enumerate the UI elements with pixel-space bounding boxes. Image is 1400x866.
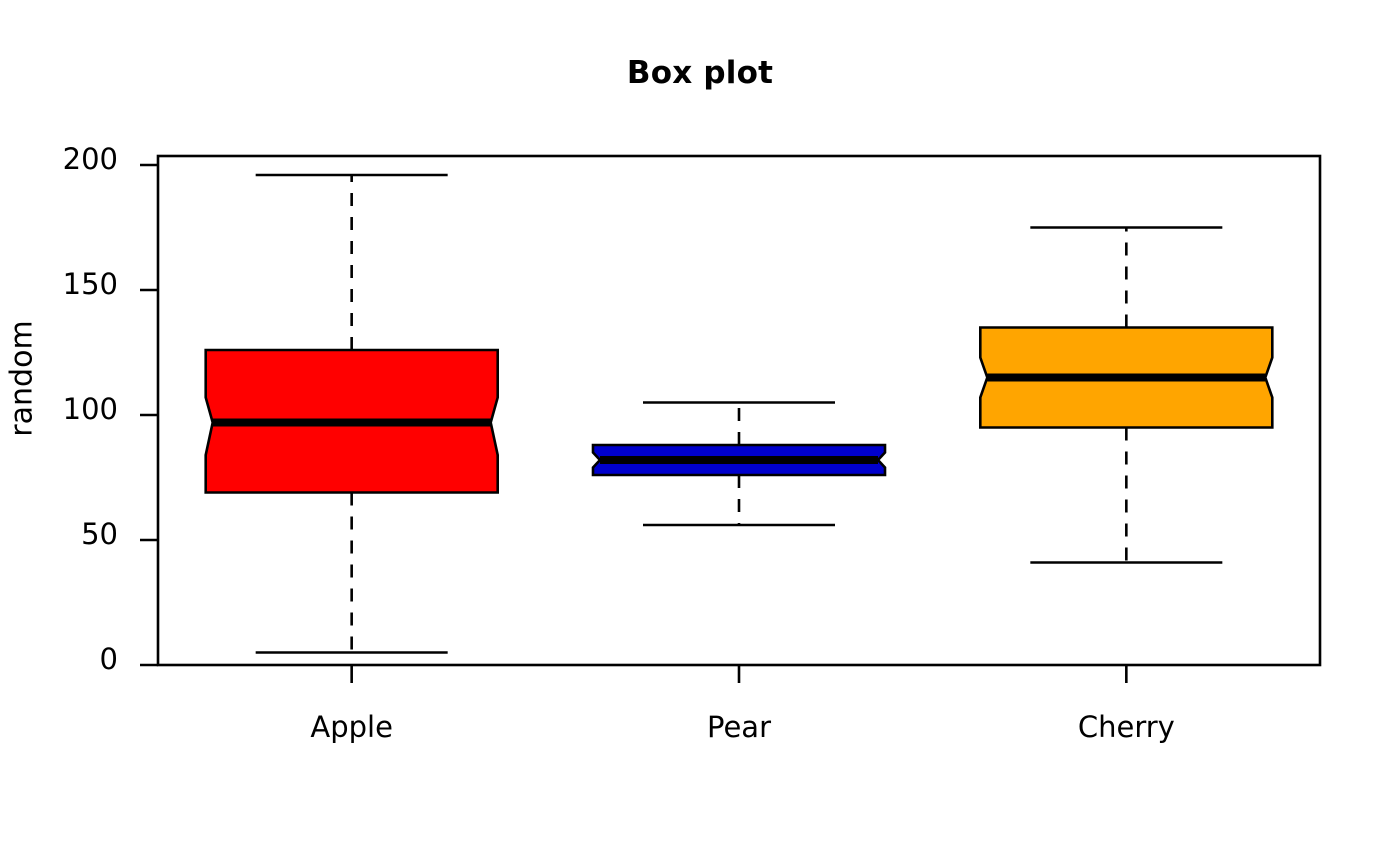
- y-tick-label: 50: [81, 517, 118, 551]
- box-cherry: [978, 226, 1274, 564]
- x-tick-label: Cherry: [1077, 710, 1175, 744]
- y-tick-label: 200: [62, 142, 118, 176]
- box-plot-series: [204, 173, 1274, 654]
- y-tick-label: 100: [62, 392, 118, 426]
- y-tick-label: 150: [62, 267, 118, 301]
- y-tick-label: 0: [99, 642, 118, 676]
- axis-ticks: [140, 163, 1128, 683]
- box-pear: [591, 401, 887, 527]
- box-apple: [204, 173, 500, 654]
- chart-title: Box plot: [626, 55, 774, 91]
- x-tick-label: Apple: [310, 710, 393, 744]
- x-tick-label: Pear: [707, 710, 771, 744]
